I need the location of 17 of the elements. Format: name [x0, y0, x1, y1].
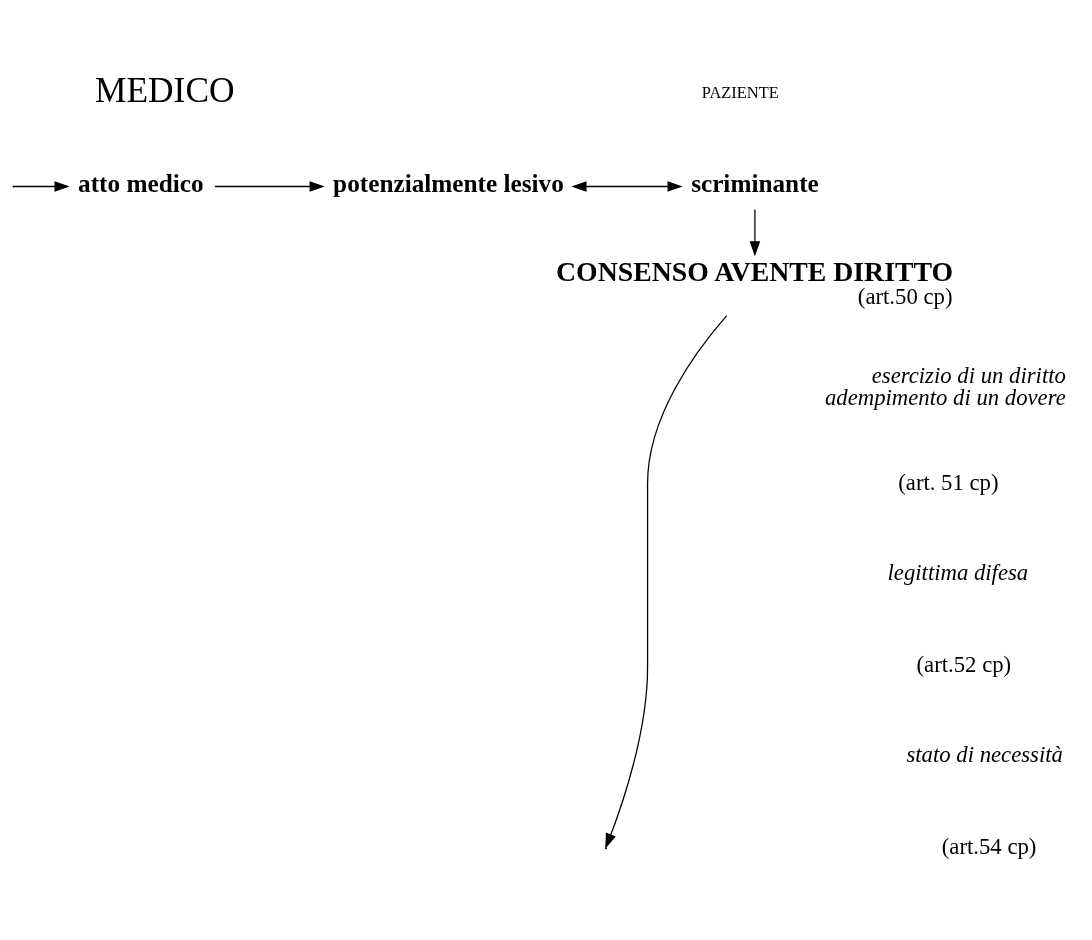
node-text: CONSENSO AVENTE DIRITTO (art.50 cp) — [556, 255, 954, 310]
label: PAZIENTE — [701, 82, 779, 102]
arrow — [13, 181, 70, 192]
label: MEDICO — [95, 70, 235, 111]
label: legittima difesa — [887, 559, 1029, 585]
label: (art.54 cp) — [941, 833, 1037, 859]
label: (art. 51 cp) — [898, 470, 999, 496]
arrow — [605, 315, 728, 849]
label: (art.52 cp) — [916, 651, 1012, 677]
node-text: atto medico — [78, 168, 204, 197]
label: esercizio di un diritto adempimento di un dovere — [825, 362, 1066, 411]
label: stato di necessità — [906, 741, 1063, 767]
arrow — [749, 208, 761, 257]
node-text: scriminante — [691, 168, 819, 197]
node-text: potenzialmente lesivo — [333, 168, 564, 197]
arrow — [571, 181, 683, 192]
arrow — [214, 181, 325, 192]
